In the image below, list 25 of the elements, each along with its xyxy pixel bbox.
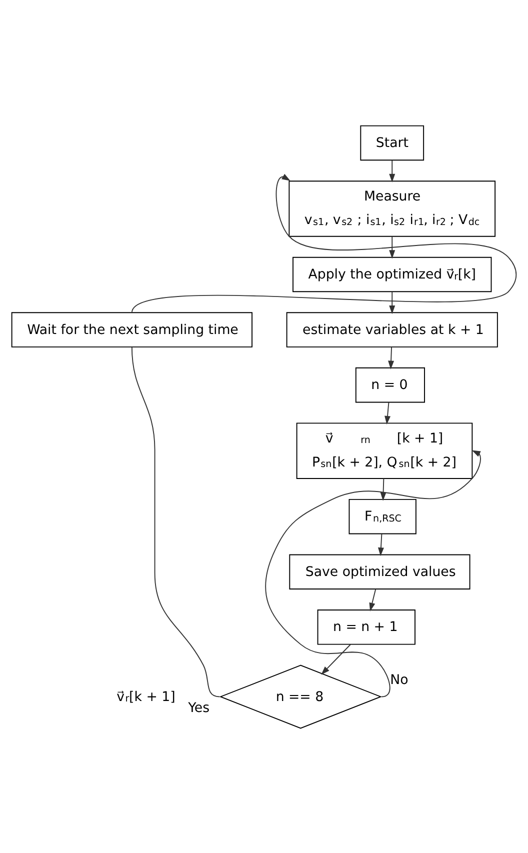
node-box: Save optimized values [289, 554, 470, 589]
node-box: Fn,RSC [348, 498, 416, 534]
node-box: Start [360, 124, 424, 160]
label: v⃗r[k + 1] [116, 689, 176, 704]
node-box: Apply the optimized v⃗r[k] [292, 256, 492, 292]
node-box: v⃗rn[k + 1] Psn[k + 2], Qsn[k + 2] [296, 422, 473, 478]
edge-label: No [390, 672, 408, 688]
node-box: Wait for the next sampling time [11, 312, 252, 347]
node-box: estimate variables at k + 1 [286, 312, 498, 347]
connector [131, 346, 220, 697]
arrow [389, 159, 396, 182]
node-box: n = n + 1 [317, 609, 416, 644]
arrow [388, 346, 394, 369]
arrow [265, 450, 481, 697]
arrow [380, 478, 386, 500]
node-box: n = 0 [355, 366, 425, 402]
arrow [131, 173, 517, 313]
arrow [378, 532, 384, 556]
edge-label: Yes [188, 700, 210, 716]
node-box: Measure vs1, vs2 ; is1, is2 ir1, ir2 ; Vdc [288, 180, 496, 236]
arrow [321, 644, 351, 674]
arrow [384, 401, 391, 424]
arrow [389, 235, 396, 258]
arrow [389, 290, 396, 314]
arrow [369, 588, 376, 611]
